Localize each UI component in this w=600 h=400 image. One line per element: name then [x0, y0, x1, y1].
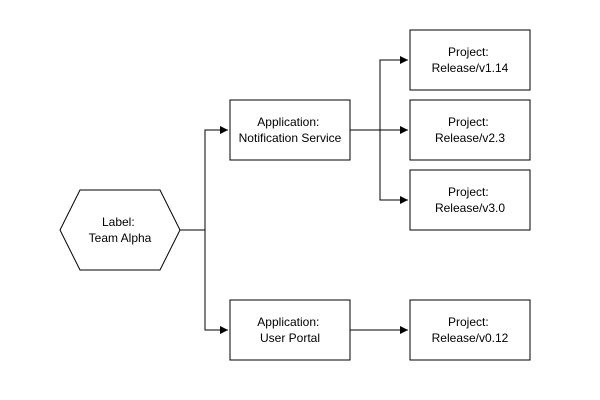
- box-shape: [409, 29, 531, 91]
- box-shape: [409, 99, 531, 161]
- node-type-text: Application:: [257, 115, 319, 129]
- node-name-text: Release/v0.12: [432, 331, 509, 345]
- node-name-text: Team Alpha: [89, 231, 152, 245]
- node-label: Application: User Portal: [257, 315, 322, 345]
- connector-root-to-user-portal: [204, 230, 228, 334]
- application-node-notification-service[interactable]: Application: Notification Service: [229, 99, 351, 161]
- box-shape: [409, 169, 531, 231]
- project-node-release-v1-14[interactable]: Project: Release/v1.14: [409, 29, 531, 91]
- node-type-text: Project:: [448, 45, 489, 59]
- node-type-text: Project:: [448, 315, 489, 329]
- project-node-release-v3-0[interactable]: Project: Release/v3.0: [409, 169, 531, 231]
- node-type-text: Project:: [448, 185, 489, 199]
- box-shape: [229, 99, 351, 161]
- connector-notification-to-release-v1-14: [350, 56, 408, 131]
- node-name-text: User Portal: [260, 331, 320, 345]
- node-type-text: Project:: [448, 115, 489, 129]
- hexagon-shape: [59, 189, 181, 271]
- node-label: Project: Release/v0.12: [432, 315, 509, 345]
- node-label: Project: Release/v2.3: [435, 115, 505, 145]
- node-type-text: Application:: [257, 315, 319, 329]
- node-name-text: Release/v1.14: [432, 61, 509, 75]
- box-shape: [229, 299, 351, 361]
- node-label: Label: Team Alpha: [89, 215, 152, 245]
- node-label: Project: Release/v3.0: [435, 185, 505, 215]
- project-node-release-v0-12[interactable]: Project: Release/v0.12: [409, 299, 531, 361]
- node-type-text: Label:: [102, 215, 135, 229]
- connectors: [180, 56, 408, 334]
- node-name-text: Release/v3.0: [435, 201, 505, 215]
- box-shape: [409, 299, 531, 361]
- node-name-text: Release/v2.3: [435, 131, 505, 145]
- node-name-text: Notification Service: [239, 131, 342, 145]
- project-node-release-v2-3[interactable]: Project: Release/v2.3: [409, 99, 531, 161]
- application-node-user-portal[interactable]: Application: User Portal: [229, 299, 351, 361]
- node-label: Project: Release/v1.14: [432, 45, 509, 75]
- connector-notification-to-release-v3-0: [379, 130, 408, 204]
- node-label: Application: Notification Service: [239, 115, 342, 145]
- connector-root-to-notification-service: [180, 126, 228, 231]
- label-node-team-alpha[interactable]: Label: Team Alpha: [59, 189, 181, 271]
